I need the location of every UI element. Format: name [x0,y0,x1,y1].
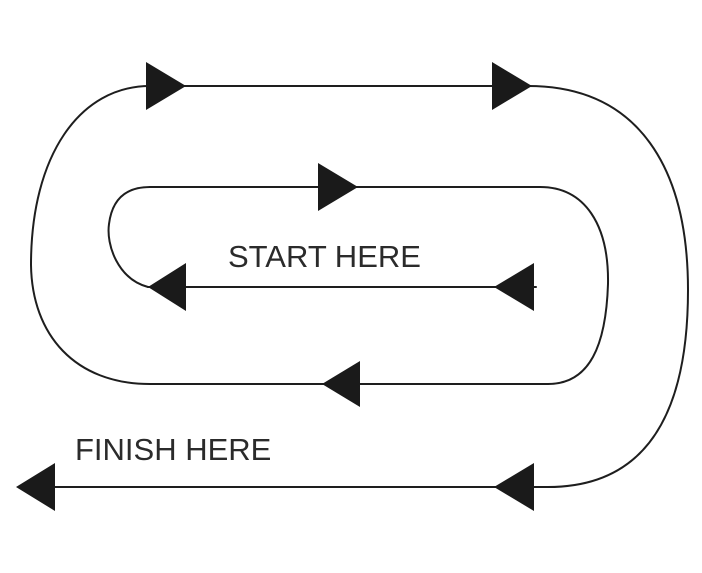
arrowhead-left-icon [322,361,360,407]
outer-right-curve [527,85,689,488]
arrowhead-left-icon [494,263,534,311]
inner-left-curve [107,186,151,288]
arrowhead-right-icon [318,163,358,211]
arrowhead-left-icon [148,263,186,311]
arrowhead-right-icon [492,62,532,110]
start-label: START HERE [228,239,421,274]
arrowhead-left-icon [16,463,55,511]
outer-left-curve [30,85,151,385]
arrowhead-left-icon [494,463,534,511]
finish-label: FINISH HERE [75,432,271,467]
arrowhead-right-icon [146,62,186,110]
inner-right-curve [539,186,610,385]
